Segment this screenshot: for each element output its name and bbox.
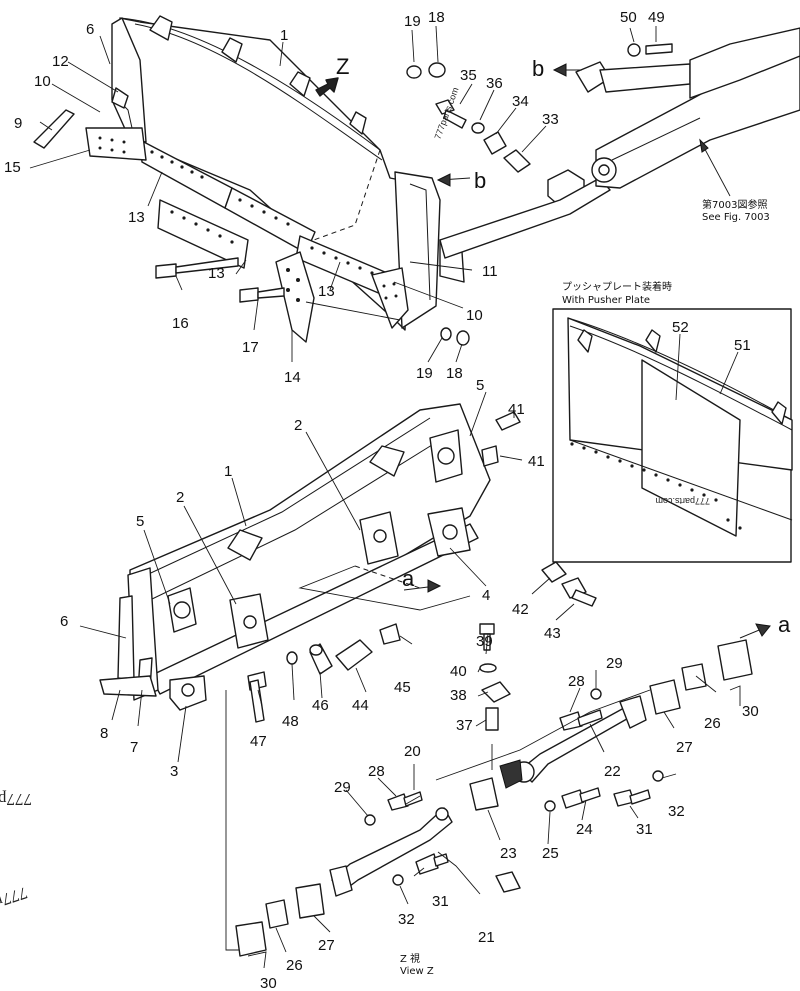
callout-13: 13 [318, 283, 335, 300]
callout-9: 9 [14, 115, 22, 132]
callout-31: 31 [432, 893, 449, 910]
watermark-inset: 777parts.com [655, 496, 710, 506]
callout-18: 18 [428, 9, 445, 26]
callout-49: 49 [648, 9, 665, 26]
bottom-callout-labels: 39 40 38 37 45 44 46 48 47 28 29 22 27 3… [250, 612, 791, 991]
callout-13: 13 [128, 209, 145, 226]
middle-callout-labels: 5 41 41 2 1 2 5 6 8 7 3 4 42 43 a [60, 377, 561, 780]
callout-22: 22 [604, 763, 621, 780]
callout-20: 20 [404, 743, 421, 760]
callout-7: 7 [130, 739, 138, 756]
callout-29: 29 [606, 655, 623, 672]
callout-5: 5 [136, 513, 144, 530]
watermark-2: 777parts.com [0, 883, 30, 930]
watermark-small: 777parts.com [432, 86, 460, 141]
callout-52: 52 [672, 319, 689, 336]
callout-31: 31 [636, 821, 653, 838]
middle-leader-lines [79, 391, 575, 763]
callout-14: 14 [284, 369, 301, 386]
callout-10: 10 [34, 73, 51, 90]
callout-45: 45 [394, 679, 411, 696]
view-b-marker: b [474, 168, 486, 193]
callout-28: 28 [368, 763, 385, 780]
callout-4: 4 [482, 587, 490, 604]
callout-37: 37 [456, 717, 473, 734]
callout-11: 11 [482, 263, 498, 280]
callout-10: 10 [466, 307, 483, 324]
pusher-plate-en: With Pusher Plate [562, 295, 650, 306]
view-z-jp: Z 視 [400, 952, 420, 965]
callout-19: 19 [416, 365, 433, 382]
callout-23: 23 [500, 845, 517, 862]
callout-8: 8 [100, 725, 108, 742]
callout-6: 6 [86, 21, 94, 38]
blade-rear-assembly [99, 403, 597, 951]
see-fig-en: See Fig. 7003 [702, 212, 770, 223]
see-fig-jp: 第7003図参照 [702, 198, 767, 211]
view-z-hardware [235, 623, 771, 957]
view-a-marker: a [402, 566, 415, 591]
callout-29: 29 [334, 779, 351, 796]
callout-6: 6 [60, 613, 68, 630]
blade-top-assembly [33, 15, 800, 346]
callout-13: 13 [208, 265, 225, 282]
callout-2: 2 [176, 489, 184, 506]
callout-38: 38 [450, 687, 467, 704]
callout-26: 26 [286, 957, 303, 974]
callout-32: 32 [398, 911, 415, 928]
callout-30: 30 [260, 975, 277, 991]
callout-15: 15 [4, 159, 21, 176]
callout-24: 24 [576, 821, 593, 838]
callout-35: 35 [460, 67, 477, 84]
callout-39: 39 [476, 633, 493, 650]
view-z-en: View Z [400, 966, 434, 977]
callout-18: 18 [446, 365, 463, 382]
callout-25: 25 [542, 845, 559, 862]
callout-41: 41 [508, 401, 525, 418]
callout-51: 51 [734, 337, 751, 354]
watermark-1: 777parts.com [0, 790, 32, 809]
callout-16: 16 [172, 315, 189, 332]
callout-1: 1 [224, 463, 232, 480]
callout-46: 46 [312, 697, 329, 714]
top-leader-lines [29, 25, 657, 363]
callout-1: 1 [280, 27, 288, 44]
callout-41: 41 [528, 453, 545, 470]
callout-40: 40 [450, 663, 467, 680]
callout-32: 32 [668, 803, 685, 820]
pusher-plate-jp: プッシャプレート装着時 [562, 280, 672, 293]
callout-44: 44 [352, 697, 369, 714]
view-b-marker-top: b [532, 56, 544, 81]
callout-26: 26 [704, 715, 721, 732]
callout-21: 21 [478, 929, 495, 946]
callout-27: 27 [676, 739, 693, 756]
callout-3: 3 [170, 763, 178, 780]
callout-43: 43 [544, 625, 561, 642]
callout-30: 30 [742, 703, 759, 720]
view-a-marker-right: a [778, 612, 791, 637]
callout-36: 36 [486, 75, 503, 92]
bottom-leader-lines [247, 633, 741, 969]
callout-47: 47 [250, 733, 267, 750]
callout-5: 5 [476, 377, 484, 394]
pusher-plate-inset: プッシャプレート装着時 With Pusher Plate 52 51 777p… [552, 280, 793, 563]
callout-42: 42 [512, 601, 529, 618]
callout-2: 2 [294, 417, 302, 434]
callout-12: 12 [52, 53, 69, 70]
callout-27: 27 [318, 937, 335, 954]
callout-17: 17 [242, 339, 259, 356]
view-z-marker: Z [336, 54, 349, 79]
callout-33: 33 [542, 111, 559, 128]
callout-50: 50 [620, 9, 637, 26]
callout-48: 48 [282, 713, 299, 730]
callout-19: 19 [404, 13, 421, 30]
callout-28: 28 [568, 673, 585, 690]
callout-34: 34 [512, 93, 529, 110]
watermarks: 777parts.com 777parts.com [0, 790, 32, 930]
